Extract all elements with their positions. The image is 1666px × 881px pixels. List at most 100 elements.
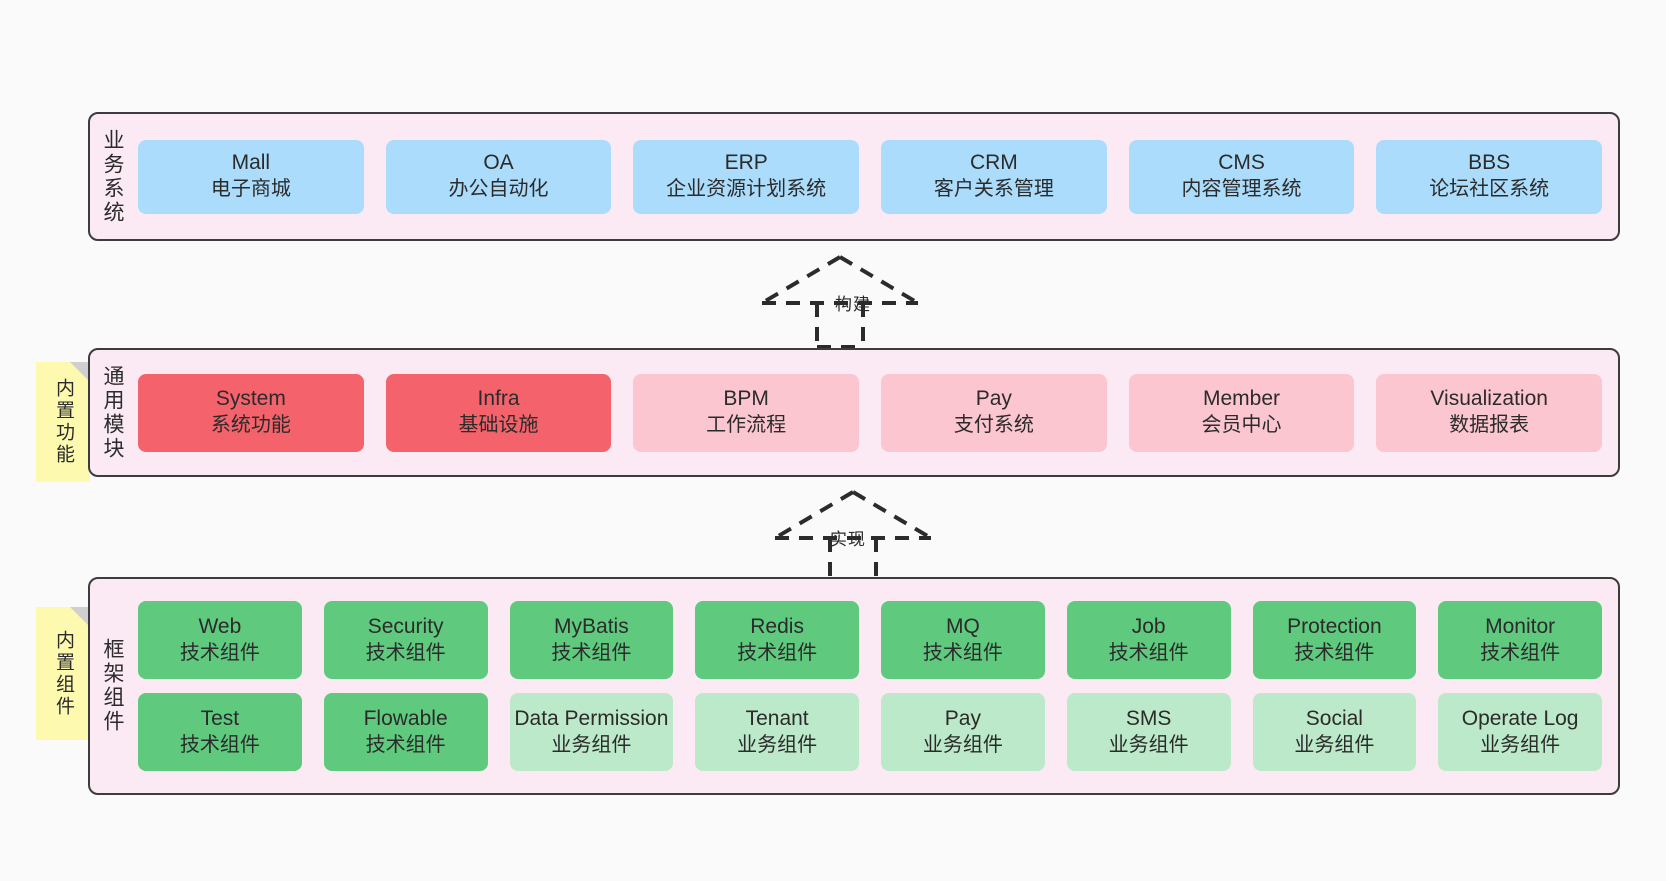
tile-sms[interactable]: SMS 业务组件 [1066,693,1231,771]
tile-title: Flowable [363,706,448,730]
tile-subtitle: 业务组件 [922,733,1003,756]
layer-title-general-modules: 通用模块 [101,364,125,461]
tile-subtitle: 业务组件 [1108,733,1189,756]
tile-title: System [215,387,286,411]
tile-title: Test [200,706,240,730]
dashed-generalization-arrow-icon [760,255,920,349]
tile-cms[interactable]: CMS 内容管理系统 [1128,139,1355,214]
tile-bpm[interactable]: BPM 工作流程 [633,373,860,452]
tile-subtitle: 业务组件 [737,733,818,756]
tile-subtitle: 技术组件 [1294,641,1375,664]
tile-title: Job [1131,614,1166,638]
tile-title: Protection [1287,614,1382,638]
tile-subtitle: 技术组件 [1108,641,1189,664]
tile-subtitle: 技术组件 [1480,641,1561,664]
tile-web[interactable]: Web 技术组件 [138,601,302,679]
tile-pay-module[interactable]: Pay 支付系统 [881,373,1107,452]
layer-body-framework-components: Web 技术组件 Security 技术组件 MyBatis 技术组件 Redi… [134,579,1618,793]
tile-title: MQ [945,614,980,638]
tile-subtitle: 基础设施 [458,414,539,437]
tile-row: Web 技术组件 Security 技术组件 MyBatis 技术组件 Redi… [138,601,1602,679]
tile-security[interactable]: Security 技术组件 [323,601,488,679]
tile-erp[interactable]: ERP 企业资源计划系统 [633,139,860,214]
tile-title: Member [1203,387,1281,411]
layer-title-framework-components: 框架组件 [101,638,125,734]
note-fold-icon [70,607,90,627]
note-fold-icon [70,362,90,382]
sticky-note-builtin-component: 内置组件 [36,607,90,740]
tile-row: System 系统功能 Infra 基础设施 BPM 工作流程 Pay 支付系统… [138,373,1603,452]
tile-crm[interactable]: CRM 客户关系管理 [881,139,1107,214]
tile-member[interactable]: Member 会员中心 [1128,373,1355,452]
tile-subtitle: 数据报表 [1449,414,1530,437]
tile-subtitle: 会员中心 [1201,414,1282,437]
tile-title: CMS [1218,151,1265,175]
tile-monitor[interactable]: Monitor 技术组件 [1438,601,1602,679]
tile-subtitle: 客户关系管理 [933,178,1054,201]
tile-subtitle: 技术组件 [365,733,446,756]
tile-title: Infra [477,387,520,411]
tile-bbs[interactable]: BBS 论坛社区系统 [1376,139,1603,214]
tile-infra[interactable]: Infra 基础设施 [385,373,612,452]
tile-mybatis[interactable]: MyBatis 技术组件 [509,601,674,679]
tile-mall[interactable]: Mall 电子商城 [138,139,364,214]
tile-title: BPM [723,387,769,411]
tile-subtitle: 电子商城 [210,178,291,201]
tile-test[interactable]: Test 技术组件 [138,693,302,771]
tile-subtitle: 办公自动化 [448,178,549,201]
arrow-label-implement: 实现 [830,530,866,549]
tile-title: Visualization [1430,387,1548,411]
tile-job[interactable]: Job 技术组件 [1066,601,1231,679]
tile-subtitle: 系统功能 [210,414,291,437]
tile-subtitle: 技术组件 [737,641,818,664]
tile-title: Pay [944,706,981,730]
tile-title: Data Permission [514,706,669,730]
tile-visualization[interactable]: Visualization 数据报表 [1376,373,1603,452]
tile-social[interactable]: Social 业务组件 [1252,693,1417,771]
tile-oa[interactable]: OA 办公自动化 [385,139,612,214]
tile-operate-log[interactable]: Operate Log 业务组件 [1438,693,1602,771]
tile-pay-component[interactable]: Pay 业务组件 [881,693,1045,771]
tile-subtitle: 业务组件 [551,733,632,756]
tile-title: Tenant [745,706,809,730]
tile-subtitle: 技术组件 [179,641,260,664]
tile-title: Redis [750,614,804,638]
layer-body-general-modules: System 系统功能 Infra 基础设施 BPM 工作流程 Pay 支付系统… [134,350,1618,475]
tile-title: BBS [1468,151,1511,175]
tile-subtitle: 技术组件 [365,641,446,664]
tile-subtitle: 工作流程 [706,414,787,437]
layer-business-system: 业务系统 Mall 电子商城 OA 办公自动化 ERP 企业资源计划系统 CRM… [88,112,1620,241]
tile-mq[interactable]: MQ 技术组件 [881,601,1045,679]
tile-subtitle: 业务组件 [1480,733,1561,756]
tile-tenant[interactable]: Tenant 业务组件 [695,693,859,771]
tile-title: Operate Log [1461,706,1579,730]
tile-title: MyBatis [554,614,629,638]
tile-flowable[interactable]: Flowable 技术组件 [323,693,488,771]
layer-body-business-system: Mall 电子商城 OA 办公自动化 ERP 企业资源计划系统 CRM 客户关系… [134,114,1618,239]
tile-data-permission[interactable]: Data Permission 业务组件 [509,693,674,771]
tile-title: Pay [975,387,1012,411]
tile-subtitle: 技术组件 [922,641,1003,664]
tile-title: OA [483,151,514,175]
tile-system[interactable]: System 系统功能 [138,373,364,452]
tile-subtitle: 技术组件 [551,641,632,664]
tile-redis[interactable]: Redis 技术组件 [695,601,859,679]
sticky-note-builtin-function: 内置功能 [36,362,90,482]
layer-framework-components: 框架组件 Web 技术组件 Security 技术组件 MyBatis 技术组件… [88,577,1620,795]
tile-subtitle: 业务组件 [1294,733,1375,756]
tile-subtitle: 内容管理系统 [1181,178,1302,201]
tile-subtitle: 企业资源计划系统 [666,178,827,201]
tile-protection[interactable]: Protection 技术组件 [1252,601,1417,679]
tile-subtitle: 支付系统 [953,414,1034,437]
tile-row: Test 技术组件 Flowable 技术组件 Data Permission … [138,693,1602,771]
tile-title: Monitor [1485,614,1556,638]
arrow-label-build: 构建 [835,295,871,314]
tile-title: CRM [969,151,1018,175]
tile-title: Mall [231,151,271,175]
generalization-arrow-build: 构建 [757,255,923,349]
tile-subtitle: 技术组件 [179,733,260,756]
tile-row: Mall 电子商城 OA 办公自动化 ERP 企业资源计划系统 CRM 客户关系… [138,139,1603,214]
tile-subtitle: 论坛社区系统 [1429,178,1550,201]
tile-title: Security [367,614,444,638]
